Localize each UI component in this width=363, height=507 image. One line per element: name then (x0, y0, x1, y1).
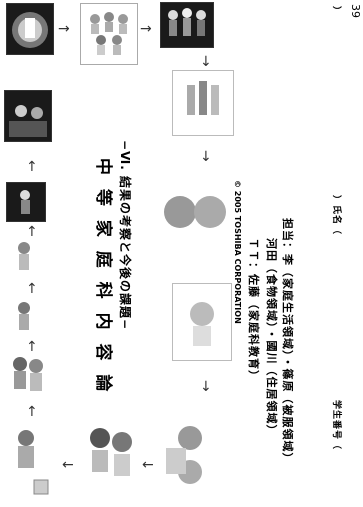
arrow-down: ↓ (200, 54, 212, 70)
arrow-right: → (58, 21, 70, 37)
page-title: 中 等 家 庭 科 内 容 論 (93, 158, 113, 396)
image-children-group (80, 3, 138, 65)
image-globe-dark (6, 3, 54, 55)
arrow-up: ↑ (26, 224, 38, 240)
arrow-left: ← (142, 457, 154, 473)
arrow-down: ↓ (200, 379, 212, 395)
staff-line-3: ＴＴ：佐藤（家庭科教育） (247, 238, 260, 382)
image-corner-people (4, 418, 54, 502)
page-subtitle: −Ⅵ. 結果の考察と今後の課題− (118, 140, 132, 331)
image-student (6, 298, 42, 338)
name-label: ）氏名（ (331, 195, 341, 236)
arrow-up: ↑ (26, 339, 38, 355)
image-discussion-dark (4, 90, 52, 142)
arrow-right: → (140, 21, 152, 37)
staff-line-2: 河田（食物領域）・國川（住居領域） (265, 238, 278, 437)
image-presenter-dark (6, 182, 46, 222)
image-children-pair (82, 420, 138, 496)
image-group-pair (6, 350, 50, 404)
image-family-dark (160, 2, 214, 48)
arrow-left: ← (62, 457, 74, 473)
arrow-down: ↓ (200, 149, 212, 165)
arrow-up: ↑ (26, 159, 38, 175)
staff-line-1: 担当：李（家庭生活領域）・篠原（被服領域） (281, 218, 294, 465)
student-number-label: 学生番号（ (331, 400, 341, 451)
image-kids-hugging (160, 418, 222, 502)
image-bottles (172, 70, 234, 136)
image-two-faces (158, 178, 230, 248)
arrow-up: ↑ (26, 281, 38, 297)
arrow-up: ↑ (26, 404, 38, 420)
page-number: 39 (349, 4, 362, 18)
image-child-center (172, 283, 232, 361)
image-teacher (6, 238, 42, 278)
closing-paren: ） (331, 6, 341, 17)
copyright-notice: © 2005 TOSHIBA CORPORATION (233, 180, 242, 324)
